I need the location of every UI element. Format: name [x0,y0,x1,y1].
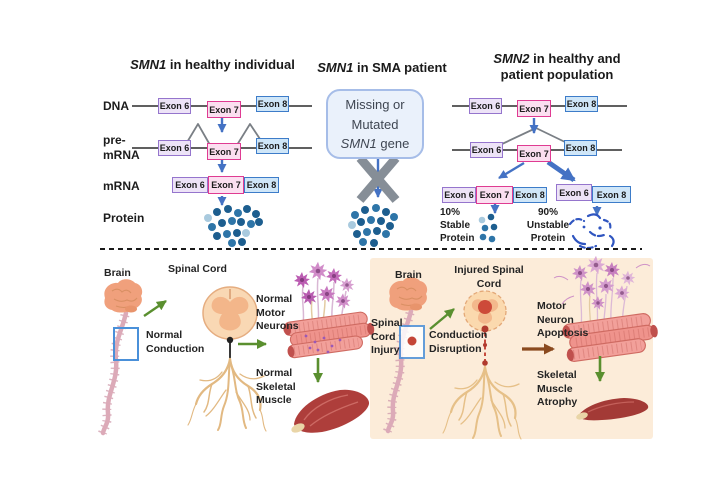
stable-protein-label: 10% Stable Protein [440,207,475,244]
injured-spinal-cord-label: Injured Spinal Cord [454,264,524,290]
exon7-box: Exon 7 [476,186,513,204]
skeletal-muscle-left [291,389,370,433]
exon7-box: Exon 7 [517,100,551,117]
gene-word: gene [376,136,410,151]
gene-name-smn2: SMN2 [493,51,530,66]
missing-line2: Mutated [351,116,399,132]
exon8-box: Exon 8 [513,187,547,203]
smn1-protein-dots [204,205,263,247]
motor-neurons-left [294,261,355,309]
smn2-stable-protein-dots [478,213,498,243]
exon8-box: Exon 8 [565,96,598,112]
title-text: in healthy individual [166,57,295,72]
exon6-box: Exon 6 [470,142,503,158]
smn1-healthy-title: SMN1 in healthy individual [115,57,310,73]
conduction-arrow-left [143,300,167,317]
nerve-branches-left [186,357,268,433]
x-icon [356,155,400,203]
title-line2: patient population [500,67,614,83]
smn2-splice-hump [501,127,566,145]
motor-neuron-apoptosis-label: Motor Neuron Apoptosis [537,300,589,340]
neuromuscular-junctions-left [304,334,342,354]
exon8-box: Exon 8 [256,96,289,112]
smn1-splice-humps [185,123,263,146]
sma-protein-dots [348,204,398,247]
pre-mrna-row-label: pre- mRNA [103,133,140,162]
conduction-site-rect-left [113,327,139,361]
exon7-box: Exon 7 [517,145,551,162]
unstable-protein-label: 90% Unstable Protein [526,207,570,244]
exon7-box: Exon 7 [207,143,241,160]
brain-spine-illustration-left [102,279,142,435]
spinal-cord-injury-label: Spinal Cord Injury [371,317,403,357]
normal-conduction-label: Normal Conduction [146,329,205,355]
exon6-box: Exon 6 [556,184,592,201]
exon7-box: Exon 7 [207,101,241,118]
mrna-row-label: mRNA [103,179,140,193]
skeletal-muscle-atrophy-label: Skeletal Muscle Atrophy [537,369,578,409]
missing-gene-box: Missing or Mutated SMN1 gene [326,89,424,159]
normal-skeletal-muscle-label: Normal Skeletal Muscle [256,367,296,407]
title-text: in SMA patient [353,60,447,75]
missing-line3: SMN1 gene [328,134,422,154]
title-text: in healthy and [529,51,621,66]
exon6-box: Exon 6 [172,177,208,193]
gene-name-smn1: SMN1 [317,60,354,75]
conduction-disruption-label: Conduction Disruption [429,329,488,355]
exon6-box: Exon 6 [158,140,191,156]
gene-name-smn1: SMN1 [130,57,167,72]
normal-motor-neurons-label: Normal Motor Neurons [256,293,299,333]
title-line1: SMN2 in healthy and [462,51,652,67]
exon7-box: Exon 7 [208,176,244,194]
exon8-box: Exon 8 [244,177,279,193]
missing-line1: Missing or [345,97,405,112]
spinal-cord-label: Spinal Cord [168,263,227,275]
exon8-box: Exon 8 [592,186,631,203]
smn2-thick-arrow [546,159,576,183]
exon8-box: Exon 8 [564,140,597,156]
smn1-sma-title: SMN1 in SMA patient [312,60,452,76]
dna-row-label: DNA [103,99,129,113]
brain-label-right: Brain [395,269,422,281]
smn2-title: SMN2 in healthy and patient population [462,51,652,84]
exon6-box: Exon 6 [469,98,502,114]
smn2-unstable-protein-squiggles [568,213,615,250]
spinal-cord-cross-section-left [202,286,258,359]
exon8-box: Exon 8 [256,138,289,154]
motor-neuron-axons-left [301,277,347,335]
exon6-box: Exon 6 [442,187,476,203]
gene-name-smn1: SMN1 [340,136,377,151]
brain-label-left: Brain [104,267,131,279]
exon6-box: Exon 6 [158,98,191,114]
protein-row-label: Protein [103,211,145,225]
